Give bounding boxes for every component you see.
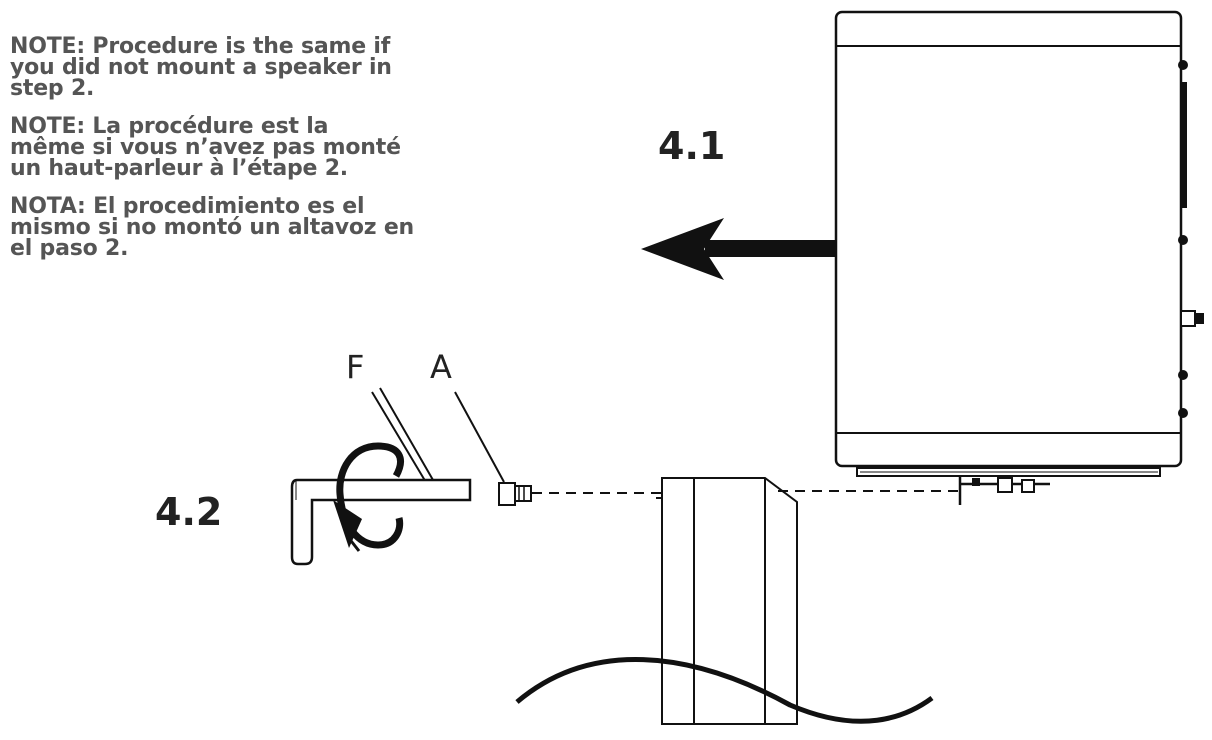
note-spanish: NOTA: El procedimiento es el mismo si no… bbox=[10, 194, 415, 261]
note-french: NOTE: La procédure est la même si vous n… bbox=[10, 114, 401, 181]
rotation-arrowhead-icon bbox=[333, 500, 362, 548]
speaker-stand bbox=[656, 477, 798, 725]
screw-icon bbox=[498, 482, 532, 506]
alignment-line bbox=[532, 490, 958, 494]
left-arrow-icon bbox=[641, 218, 836, 280]
part-leader-lines bbox=[371, 387, 505, 485]
step-label-4-2: 4.2 bbox=[155, 490, 223, 534]
step-label-4-1: 4.1 bbox=[658, 124, 726, 168]
part-label-a: A bbox=[430, 348, 452, 386]
hex-key-icon bbox=[290, 478, 472, 566]
notes-block: NOTE: Procedure is the same if you did n… bbox=[10, 36, 460, 276]
note-english: NOTE: Procedure is the same if you did n… bbox=[10, 34, 392, 101]
floor-curve bbox=[515, 657, 934, 724]
speaker-cabinet bbox=[834, 10, 1204, 505]
part-label-f: F bbox=[346, 348, 365, 386]
